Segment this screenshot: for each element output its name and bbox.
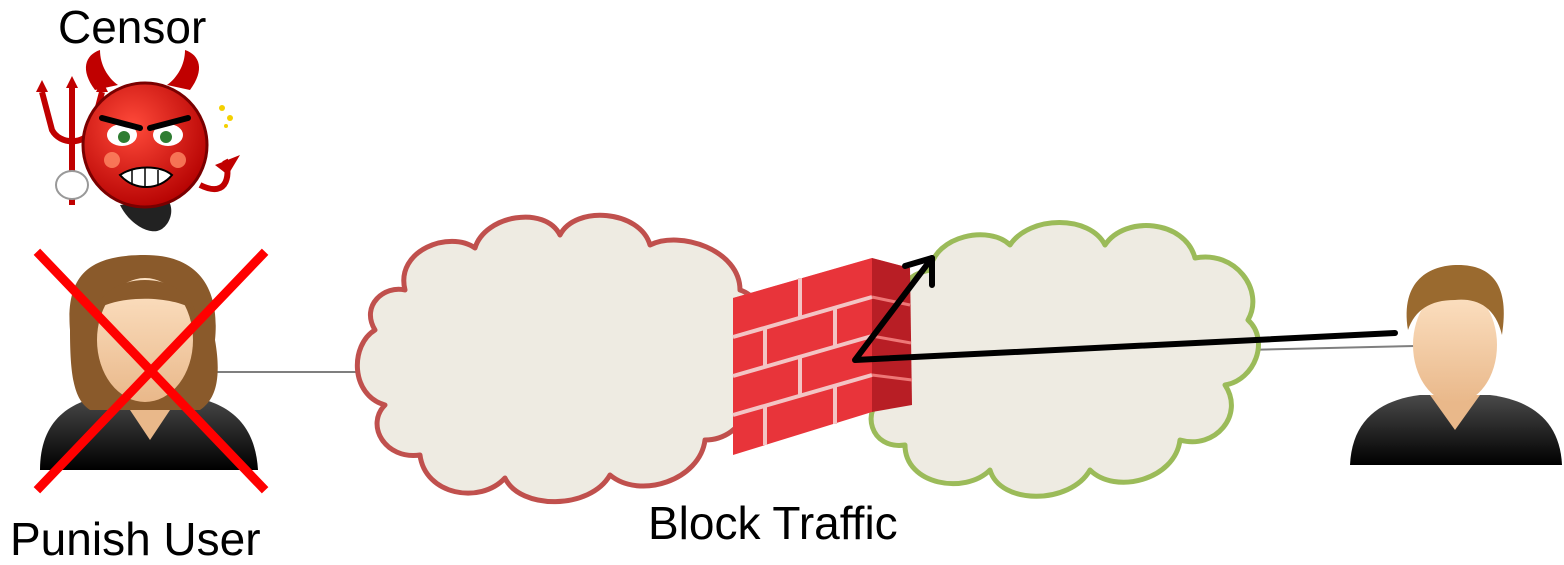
firewall-icon — [732, 258, 913, 455]
punish-user-label: Punish User — [10, 513, 261, 565]
female-user-icon — [40, 255, 258, 470]
blocked-traffic-arrow — [852, 255, 1398, 363]
connector-right — [1244, 345, 1416, 351]
censored-network-cloud — [354, 212, 767, 505]
male-user-icon — [1350, 265, 1562, 465]
censor-label: Censor — [58, 1, 207, 53]
block-traffic-label: Block Traffic — [648, 497, 898, 549]
punish-cross-icon — [33, 248, 269, 494]
devil-icon — [36, 50, 240, 232]
